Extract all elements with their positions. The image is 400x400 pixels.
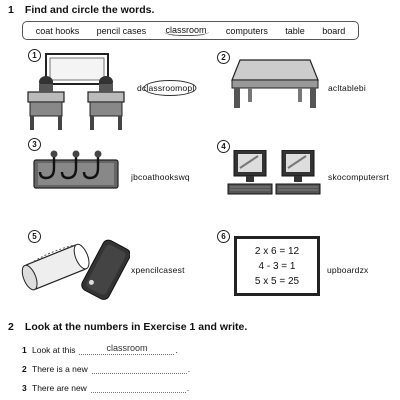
coat-hooks-illustration bbox=[33, 150, 119, 189]
word-bank: coat hooks pencil cases classroom comput… bbox=[22, 21, 359, 40]
row-1-text: Look at this bbox=[32, 345, 76, 355]
answer-circle bbox=[143, 80, 197, 96]
exercise-1-title: Find and circle the words. bbox=[24, 4, 155, 16]
board-line-2: 4 - 3 = 1 bbox=[258, 260, 296, 272]
exercise-1-number: 1 bbox=[8, 4, 14, 16]
pencil-cases-illustration bbox=[21, 239, 130, 300]
item-2-letters: acltablebi bbox=[328, 83, 366, 93]
board-line-3: 5 x 5 = 25 bbox=[254, 275, 300, 287]
row-3-number: 3 bbox=[22, 383, 27, 393]
item-6-letters: upboardzx bbox=[327, 265, 369, 275]
row-1-answer-field[interactable]: classroom bbox=[79, 343, 175, 355]
board-line-1: 2 x 6 = 12 bbox=[254, 245, 300, 257]
exercise-2-number: 2 bbox=[8, 321, 14, 333]
classroom-illustration bbox=[27, 53, 125, 130]
item-6-number: 6 bbox=[217, 230, 230, 243]
row-2-answer-field[interactable] bbox=[91, 362, 187, 374]
item-3-number: 3 bbox=[28, 138, 41, 151]
row-2-text: There is a new bbox=[32, 364, 88, 374]
computers-illustration bbox=[227, 150, 321, 195]
item-4-number: 4 bbox=[217, 140, 230, 153]
item-2-number: 2 bbox=[217, 51, 230, 64]
item-3-letters: jbcoathookswq bbox=[131, 172, 190, 182]
item-4-letters: skocomputersrt bbox=[328, 172, 389, 182]
exercise-2-row-3: 3 There are new . bbox=[22, 381, 190, 393]
board-illustration: 2 x 6 = 12 4 - 3 = 1 5 x 5 = 25 bbox=[234, 236, 320, 296]
table-illustration bbox=[231, 59, 319, 108]
exercise-1-heading: 1 Find and circle the words. bbox=[8, 4, 154, 16]
item-5-number: 5 bbox=[28, 230, 41, 243]
row-3-answer-field[interactable] bbox=[90, 381, 186, 393]
row-3-text: There are new bbox=[32, 383, 87, 393]
word-board: board bbox=[322, 25, 346, 36]
item-5-letters: xpencilcasest bbox=[131, 265, 185, 275]
exercise-2-heading: 2 Look at the numbers in Exercise 1 and … bbox=[8, 321, 247, 333]
word-computers: computers bbox=[225, 25, 268, 36]
exercise-2-row-2: 2 There is a new . bbox=[22, 362, 191, 374]
row-2-number: 2 bbox=[22, 364, 27, 374]
word-classroom: classroom bbox=[163, 25, 209, 36]
word-pencil-cases: pencil cases bbox=[96, 25, 147, 36]
word-table: table bbox=[285, 25, 305, 36]
exercise-2-title: Look at the numbers in Exercise 1 and wr… bbox=[24, 321, 248, 333]
item-1-number: 1 bbox=[28, 49, 41, 62]
item-1-letters: dclassroomopl bbox=[137, 83, 195, 93]
word-coat-hooks: coat hooks bbox=[35, 25, 80, 36]
row-1-number: 1 bbox=[22, 345, 27, 355]
exercise-2-row-1: 1 Look at this classroom. bbox=[22, 343, 178, 355]
